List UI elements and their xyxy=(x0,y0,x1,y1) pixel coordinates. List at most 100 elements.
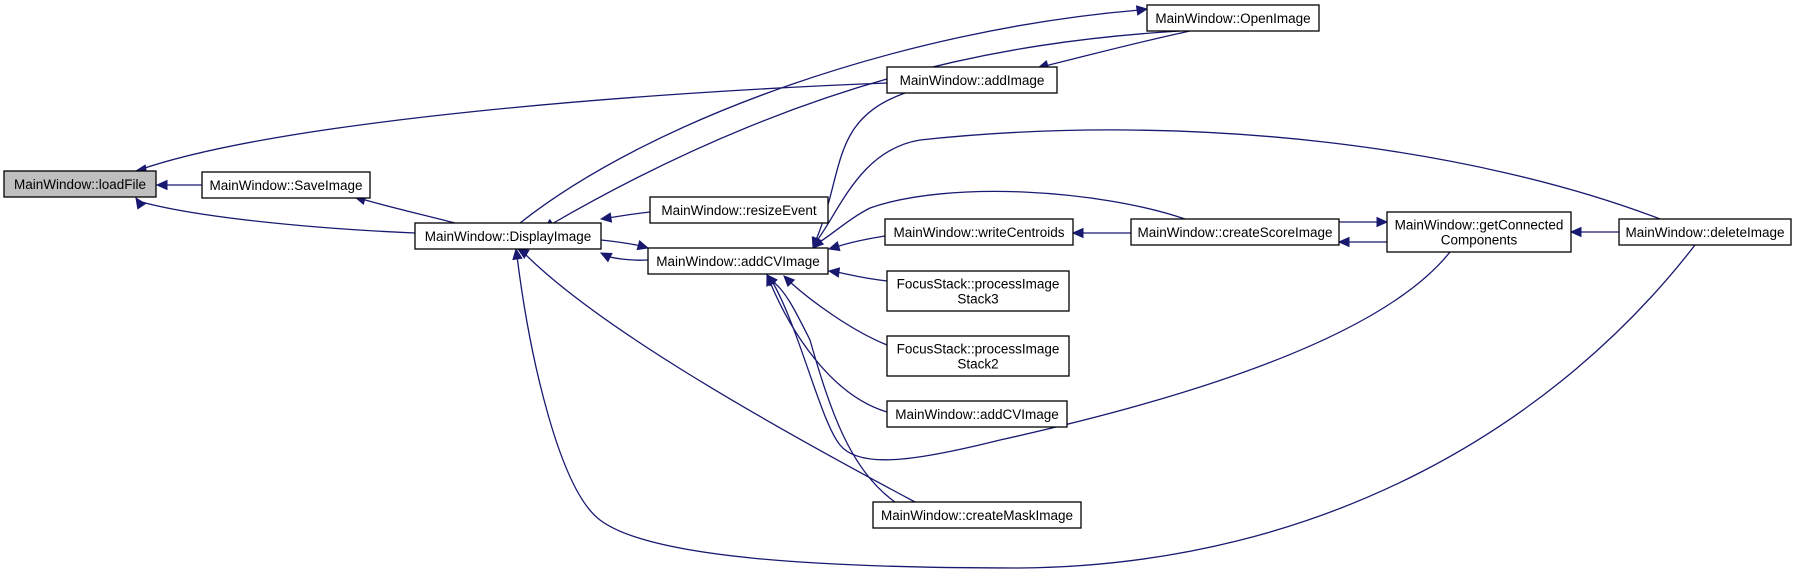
arrowhead-icon xyxy=(1337,236,1350,248)
node-box[interactable] xyxy=(1146,4,1320,32)
node-box[interactable] xyxy=(201,171,371,199)
edge-processImageStack3-to-addCVImage xyxy=(827,267,888,282)
node-writeCentroids[interactable]: MainWindow::writeCentroids xyxy=(884,218,1074,246)
edge-line xyxy=(549,30,1181,226)
node-box[interactable] xyxy=(886,335,1070,377)
arrowhead-icon xyxy=(812,236,823,250)
node-addCVImage[interactable]: MainWindow::addCVImage xyxy=(647,247,829,275)
arrowhead-icon xyxy=(827,267,841,278)
edge-line xyxy=(815,92,906,241)
arrowhead-icon xyxy=(1135,5,1149,16)
edge-line xyxy=(135,82,888,172)
nodes-layer: MainWindow::loadFile MainWindow::SaveImag… xyxy=(3,4,1792,529)
edge-line xyxy=(361,198,456,224)
node-box[interactable] xyxy=(649,196,829,224)
arrowhead-icon xyxy=(636,240,650,251)
arrowhead-icon xyxy=(1071,227,1084,239)
edge-getConnectedComponents-to-createScoreImage xyxy=(1337,236,1388,248)
edges-layer xyxy=(134,5,1696,569)
edge-line xyxy=(817,190,1186,244)
edge-deleteImage-to-DisplayImage xyxy=(512,244,1696,569)
edge-addCVImage-to-DisplayImage xyxy=(599,252,649,263)
node-label: MainWindow::addCVImage xyxy=(895,407,1059,422)
arrowhead-icon xyxy=(135,196,147,210)
edge-line xyxy=(137,200,416,234)
arrowhead-icon xyxy=(512,247,523,261)
node-box[interactable] xyxy=(886,270,1070,312)
node-label: Components xyxy=(1441,233,1518,248)
edge-line xyxy=(835,235,886,248)
node-box[interactable] xyxy=(1386,211,1572,253)
edge-line xyxy=(607,211,651,219)
node-label: MainWindow::addCVImage xyxy=(656,254,820,269)
edge-line xyxy=(771,280,896,503)
edge-processImageStack2-to-addCVImage xyxy=(783,275,888,346)
node-box[interactable] xyxy=(3,170,157,198)
edge-line xyxy=(789,281,888,346)
edge-line xyxy=(600,239,642,247)
edge-line xyxy=(519,9,1141,224)
edge-line xyxy=(516,244,1696,569)
edge-resizeEvent-to-DisplayImage xyxy=(599,211,651,223)
node-box[interactable] xyxy=(886,66,1058,94)
node-addCVImage2[interactable]: MainWindow::addCVImage xyxy=(886,400,1068,428)
node-label: Stack2 xyxy=(957,357,998,372)
edge-DisplayImage-to-addCVImage xyxy=(600,239,650,251)
arrowhead-icon xyxy=(599,252,613,263)
edge-DisplayImage-to-SaveImage xyxy=(353,194,456,224)
node-label: MainWindow::DisplayImage xyxy=(425,229,592,244)
edge-addCVImage2-to-addCVImage xyxy=(766,273,888,413)
arrowhead-icon xyxy=(1376,216,1389,228)
edge-line xyxy=(835,271,888,282)
node-label: MainWindow::addImage xyxy=(900,73,1045,88)
node-box[interactable] xyxy=(884,218,1074,246)
node-label: MainWindow::deleteImage xyxy=(1625,225,1784,240)
edge-getConnectedComponents-to-addCVImage xyxy=(766,251,1451,461)
node-addImage[interactable]: MainWindow::addImage xyxy=(886,66,1058,94)
edge-deleteImage-to-addCVImage xyxy=(812,129,1661,250)
node-box[interactable] xyxy=(872,501,1082,529)
node-label: MainWindow::createScoreImage xyxy=(1137,225,1332,240)
node-createScoreImage[interactable]: MainWindow::createScoreImage xyxy=(1130,218,1340,246)
edge-createScoreImage-to-writeCentroids xyxy=(1071,227,1131,239)
node-label: MainWindow::resizeEvent xyxy=(661,203,817,218)
node-createMaskImage[interactable]: MainWindow::createMaskImage xyxy=(872,501,1082,529)
node-DisplayImage[interactable]: MainWindow::DisplayImage xyxy=(414,222,602,250)
node-label: MainWindow::writeCentroids xyxy=(893,225,1064,240)
node-box[interactable] xyxy=(1130,218,1340,246)
node-SaveImage[interactable]: MainWindow::SaveImage xyxy=(201,171,371,199)
edge-DisplayImage-to-OpenImage xyxy=(519,5,1149,224)
edge-DisplayImage-to-loadFile xyxy=(135,196,416,234)
arrowhead-icon xyxy=(599,212,613,223)
node-deleteImage[interactable]: MainWindow::deleteImage xyxy=(1618,218,1792,246)
arrowhead-icon xyxy=(1569,226,1582,238)
node-label: MainWindow::createMaskImage xyxy=(881,508,1073,523)
node-OpenImage[interactable]: MainWindow::OpenImage xyxy=(1146,4,1320,32)
node-loadFile[interactable]: MainWindow::loadFile xyxy=(3,170,157,198)
arrowhead-icon xyxy=(783,275,796,288)
node-box[interactable] xyxy=(886,400,1068,428)
arrowhead-icon xyxy=(827,241,841,252)
edge-line xyxy=(815,129,1661,243)
node-label: MainWindow::OpenImage xyxy=(1155,11,1310,26)
edge-deleteImage-to-getConnectedComponents xyxy=(1569,226,1620,238)
node-box[interactable] xyxy=(647,247,829,275)
node-resizeEvent[interactable]: MainWindow::resizeEvent xyxy=(649,196,829,224)
edge-addImage-to-loadFile xyxy=(134,82,888,175)
node-label: FocusStack::processImage xyxy=(897,277,1060,292)
node-label: MainWindow::SaveImage xyxy=(209,178,362,193)
node-label: MainWindow::loadFile xyxy=(14,177,146,192)
node-box[interactable] xyxy=(1618,218,1792,246)
node-label: FocusStack::processImage xyxy=(897,342,1060,357)
edge-line xyxy=(769,281,888,413)
arrowhead-icon xyxy=(766,274,778,287)
edge-createScoreImage-to-getConnectedComponents xyxy=(1339,216,1389,228)
node-label: MainWindow::getConnected xyxy=(1395,218,1564,233)
node-box[interactable] xyxy=(414,222,602,250)
node-label: Stack3 xyxy=(957,292,998,307)
edge-line xyxy=(771,251,1451,461)
